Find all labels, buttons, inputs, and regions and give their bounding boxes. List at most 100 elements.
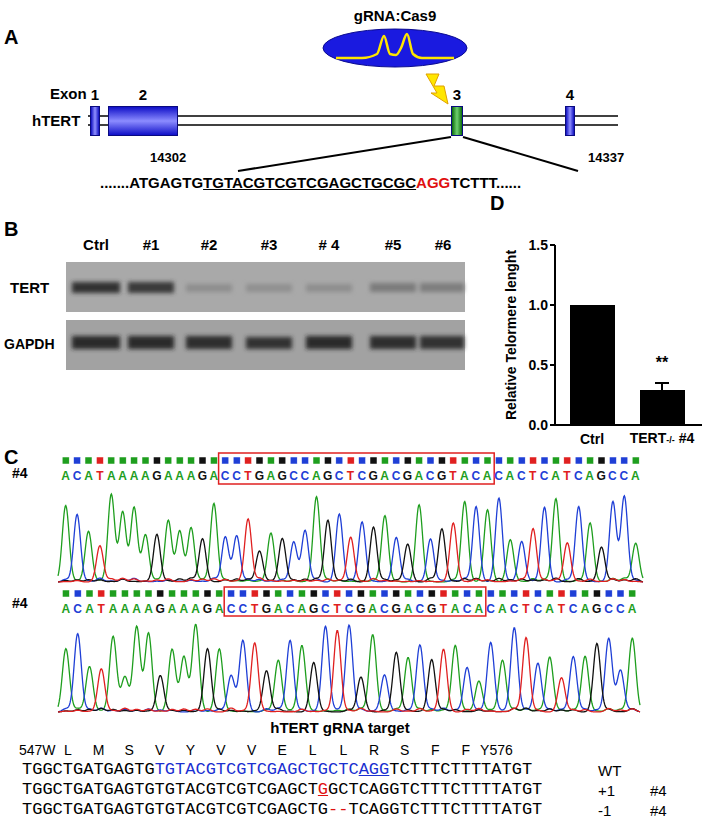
- lane-label: #2: [201, 236, 218, 253]
- quality-square: [629, 590, 636, 597]
- label-holder: **: [656, 354, 668, 372]
- panel-letter: D: [490, 192, 504, 214]
- sequence-text: TCTTTCTTTTATGT: [389, 760, 532, 780]
- quality-square: [393, 457, 400, 464]
- quality-square: [507, 457, 514, 464]
- label-holder: 0.5: [529, 356, 548, 374]
- exon-box: 1: [90, 106, 100, 136]
- quality-square: [473, 457, 480, 464]
- category-label: #4: [679, 430, 695, 446]
- label-holder: #2: [201, 236, 218, 254]
- trace-line: [58, 520, 643, 582]
- blot-bands: [72, 282, 464, 349]
- label-holder: #4: [12, 594, 28, 612]
- label-holder: A: [4, 26, 18, 49]
- category-label: TERT: [630, 430, 667, 446]
- label-holder: Ctrl: [83, 236, 109, 254]
- label-holder: 14337: [588, 148, 624, 166]
- label-holder: ACATAAAAGAAAGACCTGACAGCTCGACGACGTACACACT…: [60, 599, 638, 617]
- quality-square: [518, 457, 525, 464]
- quality-square: [564, 457, 571, 464]
- quality-square: [359, 457, 366, 464]
- label-holder: 1.5: [529, 236, 548, 254]
- node-label: 1: [91, 86, 99, 103]
- label-holder: 1.0: [529, 296, 548, 314]
- quality-square: [530, 457, 537, 464]
- quality-square: [334, 590, 341, 597]
- sequence-text: AGG: [359, 760, 390, 780]
- node-label: 2: [139, 86, 147, 103]
- text-row: .......ATGAGTGTGTACGTCGTCGAGCTGCGCAGGTCT…: [100, 174, 521, 191]
- chromatogram-row: [58, 587, 640, 712]
- label-holder: Y576: [480, 741, 513, 759]
- chromatogram: [58, 453, 643, 712]
- lane-label: #6: [435, 236, 452, 253]
- quality-square: [62, 590, 69, 597]
- quality-square: [74, 590, 81, 597]
- quality-square: [461, 457, 468, 464]
- sequence-text: TCTTT......: [450, 174, 521, 191]
- quality-square: [534, 590, 541, 597]
- quality-square: [393, 590, 400, 597]
- sequence-text: GCTCAGGTCTTTCTTTTATGT: [328, 780, 542, 800]
- label-holder: # 4: [319, 236, 340, 254]
- quality-square: [176, 457, 183, 464]
- amino-acid: S: [400, 742, 409, 758]
- text-row: TGGCTGATGAGTGTGTACGTCGTCGAGCTG--TCAGGTCT…: [22, 800, 542, 820]
- label-holder: E: [277, 741, 286, 759]
- quality-square: [347, 457, 354, 464]
- quality-square: [245, 457, 252, 464]
- label-holder: #4: [650, 802, 667, 820]
- text-label: #4: [12, 595, 28, 611]
- text-row: TERT-/-#4: [630, 430, 695, 446]
- quality-square: [440, 590, 447, 597]
- protein-label: TERT: [10, 279, 49, 296]
- quality-square: [552, 457, 559, 464]
- quality-square: [165, 457, 172, 464]
- quality-square: [405, 590, 412, 597]
- sequence-text: TCAGGTCTTTCTTTTATGT: [348, 800, 542, 820]
- label-holder: 0.0: [529, 416, 548, 434]
- quality-square: [609, 457, 616, 464]
- amino-acid: V: [216, 742, 225, 758]
- panel-letter: B: [4, 218, 18, 240]
- quality-square: [438, 457, 445, 464]
- quality-square: [499, 590, 506, 597]
- quality-square: [290, 457, 297, 464]
- quality-square: [598, 457, 605, 464]
- category-label: Ctrl: [580, 431, 604, 447]
- quality-square: [621, 457, 628, 464]
- quality-square: [142, 457, 149, 464]
- base-calls: ACATAAAAGAAAGACCTGACAGCTCGACGACGTACACACT…: [60, 602, 638, 616]
- label-holder: -1: [598, 802, 611, 820]
- label-holder: F: [462, 741, 471, 759]
- quality-square: [298, 590, 305, 597]
- quality-square: [192, 590, 199, 597]
- trace-line: [58, 631, 640, 712]
- quality-square: [546, 590, 553, 597]
- quality-square: [511, 590, 518, 597]
- quality-square: [222, 457, 229, 464]
- quality-square: [204, 590, 211, 597]
- lane-label: #1: [143, 236, 160, 253]
- node-label: 3: [453, 86, 461, 103]
- protein-label: GAPDH: [4, 336, 55, 352]
- sequence-text: AGG: [416, 174, 450, 191]
- label-holder: L: [339, 741, 347, 759]
- trace-line: [58, 494, 643, 582]
- quality-square: [632, 457, 639, 464]
- sequence-text: --: [328, 800, 348, 820]
- label-holder: Relative Telormere lenght: [502, 250, 520, 420]
- zoom-line: [238, 137, 451, 171]
- text-label: #4: [650, 802, 667, 819]
- text-row: TGGCTGATGAGTGTGTACGTCGTCGAGCTGCTCAGGTCTT…: [22, 760, 532, 780]
- tick-label: 0.0: [529, 417, 548, 433]
- quality-square: [275, 590, 282, 597]
- zoom-line: [463, 137, 578, 171]
- text-row: TGGCTGATGAGTGTGTACGTCGTCGAGCTGGCTCAGGTCT…: [22, 780, 542, 800]
- label-holder: Y: [186, 741, 195, 759]
- quality-square: [336, 457, 343, 464]
- quality-square: [133, 590, 140, 597]
- quality-square: [263, 590, 270, 597]
- tick-label: 0.5: [529, 357, 548, 373]
